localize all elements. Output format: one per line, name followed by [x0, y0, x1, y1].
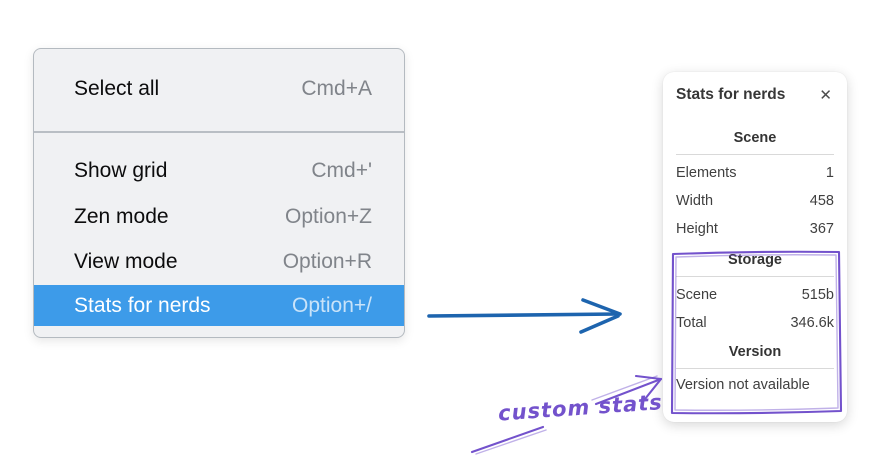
stat-label: Width [676, 193, 714, 209]
menu-item-shortcut: Option+R [282, 250, 372, 273]
stat-value: 515b [801, 287, 834, 303]
stat-row-elements: Elements 1 [676, 159, 834, 187]
menu-item-shortcut: Option+/ [292, 293, 372, 317]
menu-item-label: Select all [74, 77, 160, 100]
menu-divider [34, 131, 404, 133]
menu-item-label: View mode [74, 250, 178, 273]
context-menu: Select all Cmd+A Show grid Cmd+' Zen mod… [33, 48, 405, 338]
menu-item-label: Zen mode [74, 205, 169, 228]
section-heading-version: Version [728, 344, 782, 360]
stat-value: 346.6k [790, 315, 834, 331]
stat-value: 458 [809, 193, 834, 209]
section-heading-scene: Scene [733, 130, 777, 146]
section-rule [676, 276, 834, 277]
menu-item-stats-for-nerds[interactable]: Stats for nerds Option+/ [34, 285, 404, 326]
section-heading-storage: Storage [728, 252, 782, 268]
stat-label: Scene [676, 287, 718, 303]
menu-item-shortcut: Cmd+' [311, 159, 372, 182]
menu-item-label: Show grid [74, 159, 168, 182]
menu-item-shortcut: Cmd+A [301, 77, 372, 100]
stat-value: 1 [825, 165, 834, 181]
section-rule [676, 368, 834, 369]
section-rule [676, 154, 834, 155]
stats-panel-header: Stats for nerds ✕ [676, 86, 834, 104]
version-note: Version not available [676, 377, 810, 393]
stat-row-width: Width 458 [676, 187, 834, 215]
menu-item-show-grid[interactable]: Show grid Cmd+' [34, 150, 404, 192]
stat-value: 367 [809, 221, 834, 237]
stat-row-total-storage: Total 346.6k [676, 309, 834, 337]
menu-item-zen-mode[interactable]: Zen mode Option+Z [34, 196, 404, 238]
stats-panel-title: Stats for nerds [676, 86, 786, 103]
stat-row-scene-storage: Scene 515b [676, 281, 834, 309]
stats-panel: Stats for nerds ✕ Scene Elements 1 Width… [663, 72, 847, 422]
stat-label: Total [676, 315, 707, 331]
stat-row-height: Height 367 [676, 215, 834, 243]
close-icon[interactable]: ✕ [819, 86, 832, 104]
flow-arrow [427, 298, 622, 334]
menu-item-select-all[interactable]: Select all Cmd+A [34, 68, 404, 110]
stat-label: Elements [676, 165, 737, 181]
menu-item-view-mode[interactable]: View mode Option+R [34, 241, 404, 283]
menu-item-shortcut: Option+Z [285, 205, 372, 228]
stat-label: Height [676, 221, 718, 237]
menu-item-label: Stats for nerds [74, 293, 211, 317]
annotation-label: custom stats [497, 390, 664, 426]
